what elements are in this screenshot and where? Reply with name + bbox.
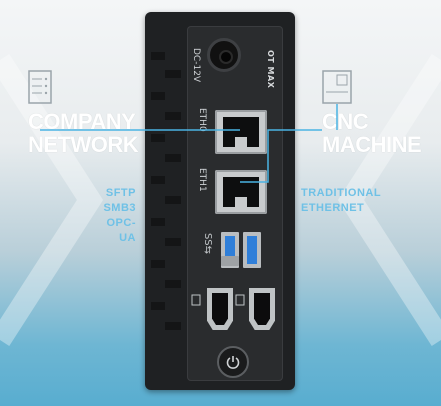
cnc-machine-line1: CNC — [322, 109, 369, 134]
cnc-protocols: TRADITIONAL ETHERNET — [301, 186, 381, 216]
usb-port-2 — [243, 232, 261, 268]
hdmi-port-1 — [207, 288, 233, 330]
protocol-smb3: SMB3 — [103, 202, 136, 214]
usb-symbol: SS⇆ — [202, 232, 214, 255]
brand-mark: OT MAX — [266, 50, 275, 89]
protocol-traditional: TRADITIONAL — [301, 187, 382, 199]
eth1-port — [215, 170, 267, 214]
company-network-line2: NETWORK — [28, 132, 139, 157]
company-protocols: SFTP SMB3 OPC-UA — [90, 186, 136, 246]
power-icon — [226, 356, 240, 369]
eth0-label: ETH0 — [197, 108, 207, 132]
protocol-ethernet: ETHERNET — [301, 202, 365, 214]
io-panel: DC-12V OT MAX ETH0 ETH1 SS⇆ — [187, 26, 283, 381]
hdmi-icon — [191, 294, 201, 306]
company-network-label: COMPANY NETWORK — [28, 109, 139, 157]
hdmi-port-2 — [249, 288, 275, 330]
cnc-machine-label: CNC MACHINE — [322, 109, 422, 157]
hdmi-icon — [235, 294, 245, 306]
company-network-line1: COMPANY — [28, 109, 136, 134]
heatsink-fins — [151, 52, 181, 330]
eth1-label: ETH1 — [197, 168, 207, 192]
gateway-device: DC-12V OT MAX ETH0 ETH1 SS⇆ — [145, 12, 295, 390]
cnc-machine-line2: MACHINE — [322, 132, 422, 157]
power-button[interactable] — [217, 346, 249, 378]
dc-power-jack — [207, 38, 241, 72]
server-rack-icon — [28, 70, 52, 104]
usb-port-3-edge — [221, 256, 239, 266]
eth0-port — [215, 110, 267, 154]
protocol-sftp: SFTP — [105, 187, 136, 199]
power-label: DC-12V — [191, 48, 201, 83]
cnc-machine-icon — [322, 70, 352, 104]
protocol-opc-ua: OPC-UA — [106, 217, 136, 244]
